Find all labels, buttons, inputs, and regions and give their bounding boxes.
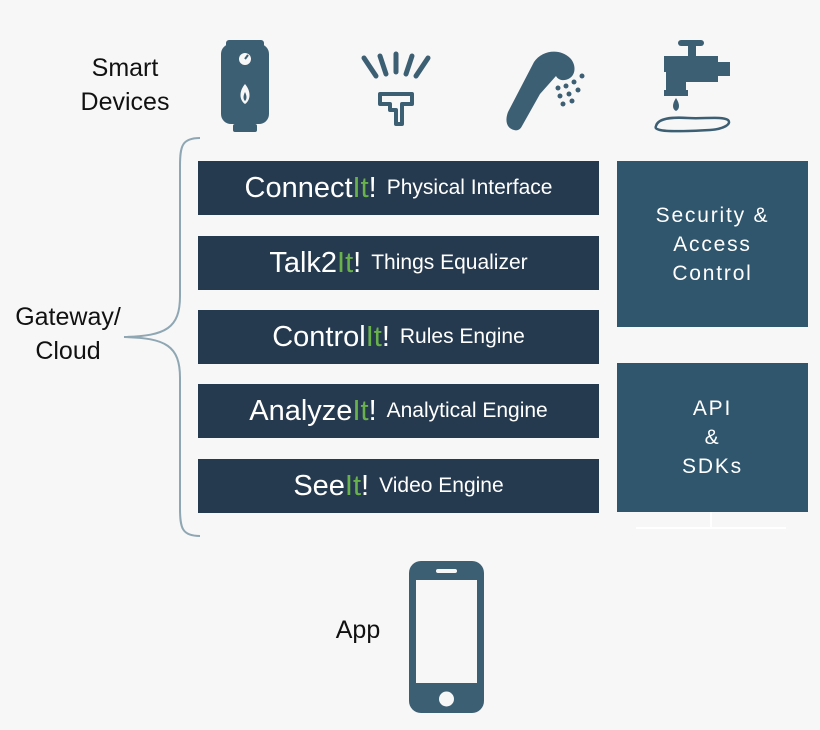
engine-description: Physical Interface — [386, 176, 553, 199]
engine-row-seeit: SeeIt! Video Engine — [198, 459, 599, 513]
water-heater-icon — [221, 40, 269, 132]
engine-name-prefix: See — [293, 470, 345, 502]
engine-name: Talk2It! — [269, 236, 361, 290]
engine-name-prefix: Control — [272, 321, 366, 353]
engine-name-it: It — [352, 395, 369, 427]
engine-description: Things Equalizer — [371, 251, 528, 274]
engine-name: AnalyzeIt! — [249, 384, 376, 438]
security-box-line-2: Access — [673, 232, 752, 256]
faucet-icon — [654, 40, 731, 133]
engine-name-prefix: Analyze — [249, 395, 353, 427]
engine-row-connectit: ConnectIt! Physical Interface — [198, 161, 599, 215]
engine-row-talk2it: Talk2It! Things Equalizer — [198, 236, 599, 290]
engine-name-it: It — [337, 247, 354, 279]
app-label: App — [335, 616, 381, 644]
smart-devices-label: Smart Devices — [70, 51, 180, 119]
security-access-control-box: Security & Access Control — [617, 161, 808, 327]
smart-devices-label-line-1: Smart — [91, 54, 159, 82]
engine-row-analyzeit: AnalyzeIt! Analytical Engine — [198, 384, 599, 438]
engine-name-suffix: ! — [353, 247, 362, 279]
engine-name-it: It — [344, 470, 362, 502]
smartphone-icon — [409, 561, 484, 713]
engine-name-suffix: ! — [368, 172, 377, 204]
smart-devices-label-line-2: Devices — [80, 88, 170, 116]
gateway-cloud-label-line-1: Gateway/ — [15, 303, 121, 331]
gateway-brace — [123, 137, 201, 537]
api-box-stand — [636, 512, 786, 529]
engine-name-it: It — [365, 321, 382, 353]
engine-description: Rules Engine — [399, 325, 525, 348]
security-box-line-1: Security & — [655, 203, 770, 227]
engine-row-controlit: ControlIt! Rules Engine — [198, 310, 599, 364]
api-box-line-3: SDKs — [682, 455, 743, 478]
engine-description: Video Engine — [379, 474, 504, 497]
shower-head-icon — [506, 51, 585, 131]
sprinkler-icon — [361, 51, 431, 126]
engine-name-suffix: ! — [361, 470, 370, 502]
engine-name-suffix: ! — [381, 321, 390, 353]
engine-name: ControlIt! — [272, 310, 390, 364]
gateway-cloud-label: Gateway/ Cloud — [0, 300, 136, 368]
gateway-cloud-label-line-2: Cloud — [35, 337, 101, 365]
engine-name-suffix: ! — [368, 395, 377, 427]
engine-name: SeeIt! — [293, 459, 369, 513]
api-box-line-1: API — [692, 397, 733, 420]
engine-description: Analytical Engine — [386, 399, 548, 422]
api-sdks-box: API & SDKs — [617, 363, 808, 512]
engine-name-it: It — [352, 172, 369, 204]
security-box-line-3: Control — [672, 261, 753, 285]
api-box-line-2: & — [704, 426, 721, 449]
engine-name-prefix: Connect — [244, 172, 353, 204]
engine-name: ConnectIt! — [245, 161, 377, 215]
engine-name-prefix: Talk2 — [269, 247, 338, 279]
